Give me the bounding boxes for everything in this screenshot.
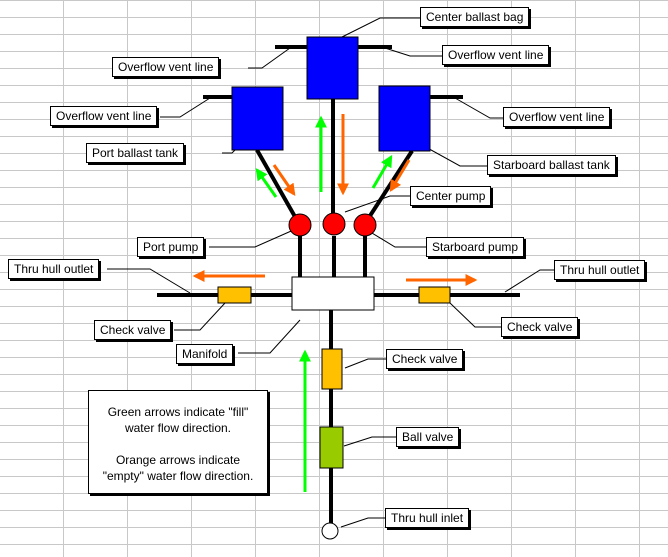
label-manifold: Manifold <box>176 344 234 364</box>
port-pump <box>288 213 312 237</box>
label-starboard-ballast-tank: Starboard ballast tank <box>487 155 616 175</box>
manifold <box>291 276 375 311</box>
legend-fill-line-2: water flow direction. <box>124 421 232 435</box>
thru-hull-inlet <box>321 522 339 540</box>
check-valve-left <box>217 286 252 304</box>
label-port-ballast-tank: Port ballast tank <box>86 143 185 163</box>
label-overflow-vent-line: Overflow vent line <box>503 107 611 127</box>
label-thru-hull-inlet: Thru hull inlet <box>385 508 470 528</box>
label-starboard-pump: Starboard pump <box>426 237 525 257</box>
label-overflow-vent-line: Overflow vent line <box>112 57 220 77</box>
label-overflow-vent-line: Overflow vent line <box>50 106 158 126</box>
legend-empty-line-1: Orange arrows indicate <box>115 453 241 467</box>
label-check-valve: Check valve <box>386 349 464 369</box>
label-overflow-vent-line: Overflow vent line <box>442 45 550 65</box>
empty-arrow-port <box>272 164 296 196</box>
leader-lines <box>107 17 554 528</box>
label-center-pump: Center pump <box>410 186 492 206</box>
starboard-ballast-tank <box>378 85 431 152</box>
legend-box: Green arrows indicate "fill" water flow … <box>88 390 268 494</box>
check-valve-right <box>418 286 451 304</box>
fill-arrow-port <box>255 168 278 198</box>
label-center-ballast-bag: Center ballast bag <box>420 7 530 27</box>
empty-arrow-starboard <box>389 159 411 193</box>
label-thru-hull-outlet: Thru hull outlet <box>554 260 646 280</box>
fill-arrow-starboard <box>371 154 393 189</box>
legend-fill-line-1: Green arrows indicate "fill" <box>107 405 249 419</box>
check-valve-center <box>321 348 343 390</box>
center-pump <box>322 212 346 236</box>
label-port-pump: Port pump <box>137 237 205 257</box>
starboard-pump <box>353 213 377 237</box>
legend-empty-line-2: "empty" water flow direction. <box>102 469 254 483</box>
label-check-valve: Check valve <box>94 320 172 340</box>
center-ballast-bag <box>306 36 359 100</box>
port-ballast-tank <box>231 86 284 151</box>
ball-valve <box>319 426 344 469</box>
label-ball-valve: Ball valve <box>396 427 460 447</box>
label-check-valve: Check valve <box>501 317 579 337</box>
label-thru-hull-outlet: Thru hull outlet <box>8 259 100 279</box>
